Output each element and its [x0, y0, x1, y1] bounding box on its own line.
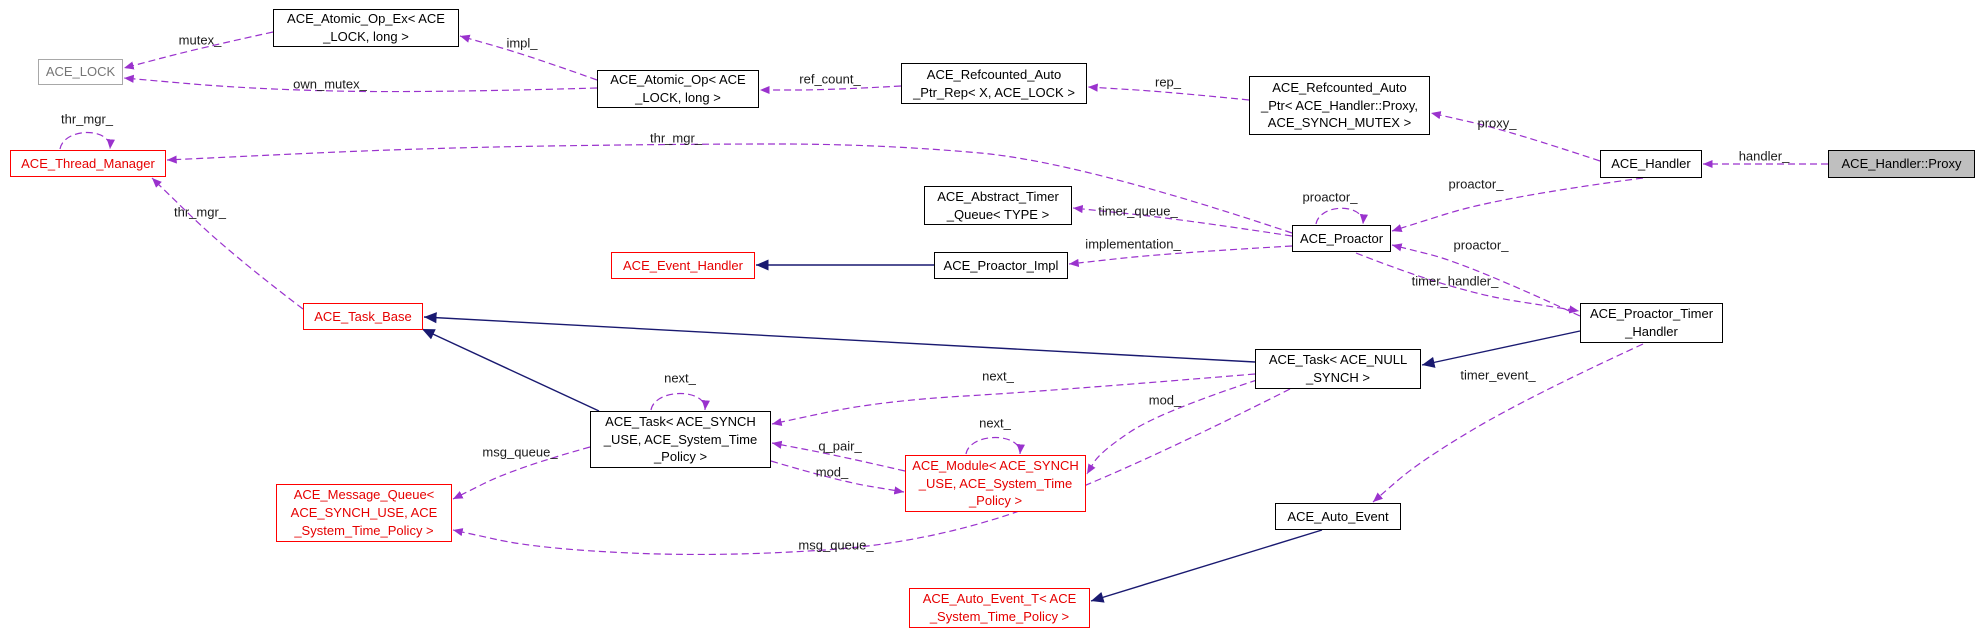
node-proxy: ACE_Handler::Proxy: [1828, 150, 1975, 178]
edge-timer_queue: [1072, 204, 1293, 237]
edge-label-own_mutex: own_mutex_: [293, 76, 367, 92]
edge-ref_count: [760, 85, 902, 95]
edge-label-rep: rep_: [1154, 74, 1182, 90]
edge-label-mod: mod_: [815, 464, 849, 480]
edge-mod: [770, 460, 905, 495]
edge-q_pair: [771, 440, 906, 472]
node-proactor_impl[interactable]: ACE_Proactor_Impl: [934, 252, 1068, 279]
edge-implementation: [1068, 245, 1293, 268]
edge-label-implementation: implementation_: [1085, 236, 1181, 252]
node-auto_event_t[interactable]: ACE_Auto_Event_T< ACE _System_Time_Polic…: [909, 588, 1090, 628]
edge-thr_mgr_self: [59, 131, 115, 150]
edge-next_self_module: [965, 436, 1025, 455]
node-atomic_op_ex[interactable]: ACE_Atomic_Op_Ex< ACE _LOCK, long >: [273, 9, 459, 47]
edge-label-mod_from_task_null: mod_: [1148, 392, 1182, 408]
edge-next_from_task_null: [771, 373, 1256, 426]
node-proactor[interactable]: ACE_Proactor: [1292, 225, 1391, 252]
edge-label-msg_queue_from_task_null: msg_queue_: [798, 537, 874, 553]
edge-label-handler: handler_: [1738, 148, 1790, 164]
edge-label-next_self_task_synch: next_: [664, 370, 696, 386]
edge-label-mutex: mutex_: [178, 32, 222, 48]
node-lock: ACE_LOCK: [38, 59, 123, 85]
edge-proactor_self: [1315, 207, 1368, 225]
node-refcounted_ptr[interactable]: ACE_Refcounted_Auto _Ptr< ACE_Handler::P…: [1249, 76, 1430, 135]
node-atomic_op[interactable]: ACE_Atomic_Op< ACE _LOCK, long >: [597, 70, 759, 108]
node-auto_event[interactable]: ACE_Auto_Event: [1275, 503, 1401, 530]
edge-label-proactor_from_timer_handler: proactor_: [1453, 237, 1509, 253]
edge-proxy: [1430, 111, 1601, 162]
edge-timer_handler: [1355, 252, 1580, 314]
edge-label-timer_handler: timer_handler_: [1411, 273, 1499, 289]
edge-inherit_task_synch_task_base: [421, 328, 600, 412]
edge-label-timer_queue: timer_queue_: [1098, 203, 1178, 219]
edge-label-q_pair: q_pair_: [818, 438, 862, 454]
edge-inherit_auto_event_auto_event_t: [1090, 529, 1323, 603]
edge-next_self_task_synch: [650, 392, 710, 411]
node-handler[interactable]: ACE_Handler: [1600, 150, 1702, 178]
edge-label-timer_event: timer_event_: [1460, 367, 1536, 383]
edge-own_mutex: [123, 74, 598, 93]
edge-label-proactor_from_handler: proactor_: [1448, 176, 1504, 192]
edge-label-next_self_module: next_: [979, 415, 1011, 431]
node-thread_manager[interactable]: ACE_Thread_Manager: [10, 150, 166, 177]
edge-label-proactor_self: proactor_: [1302, 189, 1358, 205]
edge-proactor_from_handler: [1391, 177, 1644, 232]
node-proactor_timer_handler[interactable]: ACE_Proactor_Timer _Handler: [1580, 303, 1723, 343]
edge-mod_from_task_null: [1086, 379, 1258, 475]
edge-label-impl: impl_: [506, 35, 538, 51]
node-task_synch[interactable]: ACE_Task< ACE_SYNCH _USE, ACE_System_Tim…: [590, 411, 771, 468]
edge-msg_queue: [452, 446, 591, 500]
edge-thr_mgr_task_base: [151, 177, 304, 310]
node-event_handler[interactable]: ACE_Event_Handler: [611, 252, 755, 279]
node-task_null[interactable]: ACE_Task< ACE_NULL _SYNCH >: [1255, 349, 1421, 389]
edge-label-msg_queue: msg_queue_: [482, 444, 558, 460]
edge-msg_queue_from_task_null: [452, 388, 1291, 556]
edge-mutex: [123, 31, 274, 70]
edge-label-ref_count: ref_count_: [799, 71, 861, 87]
node-message_queue[interactable]: ACE_Message_Queue< ACE_SYNCH_USE, ACE _S…: [276, 484, 452, 542]
node-task_base[interactable]: ACE_Task_Base: [303, 303, 423, 330]
edge-proactor_from_timer_handler: [1391, 243, 1581, 317]
node-module[interactable]: ACE_Module< ACE_SYNCH _USE, ACE_System_T…: [905, 455, 1086, 512]
edge-inherit_timer_handler_task_null: [1421, 330, 1581, 368]
edge-label-thr_mgr_task_base: thr_mgr_: [173, 204, 227, 220]
edge-label-proxy: proxy_: [1477, 115, 1517, 131]
node-refcounted_rep[interactable]: ACE_Refcounted_Auto _Ptr_Rep< X, ACE_LOC…: [901, 63, 1087, 104]
edge-thr_mgr_long: [166, 143, 1293, 234]
edge-label-thr_mgr_self: thr_mgr_: [60, 111, 114, 127]
edge-impl: [459, 34, 598, 81]
node-abstract_timer_queue[interactable]: ACE_Abstract_Timer _Queue< TYPE >: [924, 186, 1072, 225]
edge-label-next_from_task_null: next_: [982, 368, 1014, 384]
edge-inherit_task_null_task_base: [423, 312, 1256, 363]
edge-label-thr_mgr_long: thr_mgr_: [649, 130, 703, 146]
